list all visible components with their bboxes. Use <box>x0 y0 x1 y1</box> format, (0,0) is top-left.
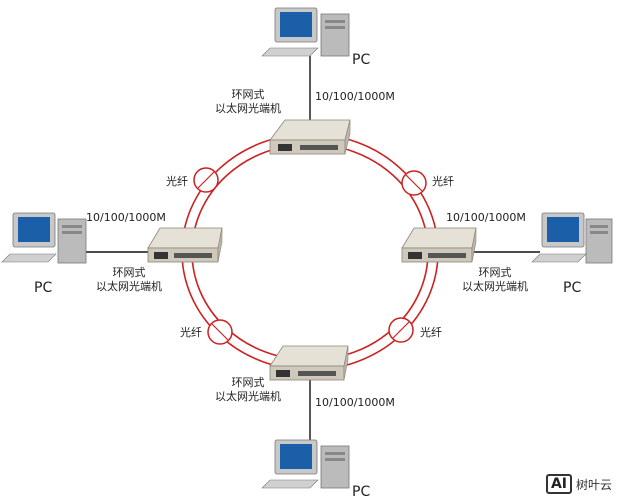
pc-right-label: PC <box>563 280 582 296</box>
device-right <box>401 227 477 263</box>
pc-right-icon <box>531 212 613 264</box>
watermark: AI 树叶云 <box>545 474 612 494</box>
fiber-label-bottom-right: 光纤 <box>420 326 442 339</box>
pc-bottom-label: PC <box>352 484 371 500</box>
fiber-label-top-left: 光纤 <box>166 175 188 188</box>
fiber-marker-bottom-right <box>388 317 414 343</box>
speed-right-label: 10/100/1000M <box>446 211 526 224</box>
pc-bottom-icon <box>261 439 350 489</box>
device-left-label: 环网式 以太网光端机 <box>96 266 162 293</box>
watermark-logo: AI <box>545 474 572 494</box>
device-bottom-label: 环网式 以太网光端机 <box>215 376 281 403</box>
speed-left-label: 10/100/1000M <box>86 211 166 224</box>
device-top <box>269 119 351 155</box>
pc-top-icon <box>261 7 350 57</box>
device-top-label: 环网式 以太网光端机 <box>215 88 281 115</box>
fiber-label-top-right: 光纤 <box>432 175 454 188</box>
fiber-marker-top-right <box>401 170 427 196</box>
fiber-marker-top-left <box>193 167 219 193</box>
device-bottom <box>269 345 349 381</box>
fiber-marker-bottom-left <box>207 319 233 345</box>
pc-left-label: PC <box>34 280 53 296</box>
device-left <box>147 227 223 263</box>
watermark-text: 树叶云 <box>575 477 612 492</box>
speed-top-label: 10/100/1000M <box>315 90 395 103</box>
device-right-label: 环网式 以太网光端机 <box>462 266 528 293</box>
speed-bottom-label: 10/100/1000M <box>315 396 395 409</box>
pc-top-label: PC <box>352 52 371 68</box>
pc-left-icon <box>1 212 87 264</box>
fiber-label-bottom-left: 光纤 <box>180 326 202 339</box>
